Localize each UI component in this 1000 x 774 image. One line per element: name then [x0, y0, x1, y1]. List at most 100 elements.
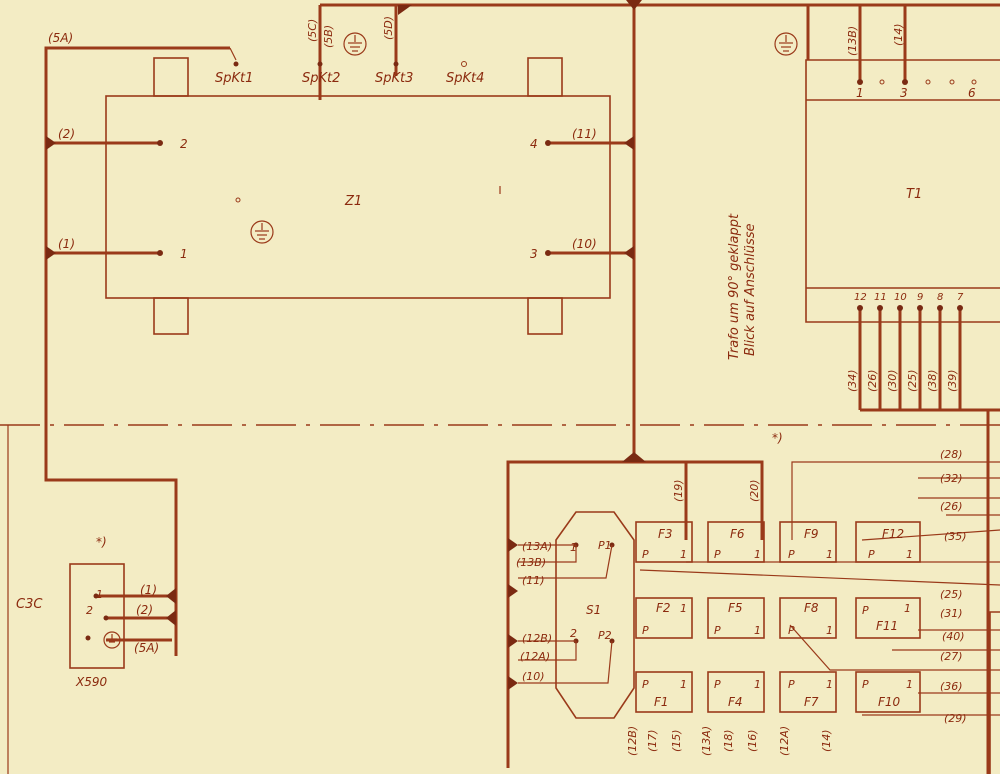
wire-label-38: (38): [926, 369, 939, 392]
fuse-1: 1: [826, 624, 833, 637]
t1-bottom-pin-10: 10: [894, 292, 907, 303]
fuse-f11: F11: [876, 619, 898, 633]
t1-label: T1: [906, 187, 922, 202]
ground-icon: [103, 631, 121, 649]
wire-label-31: (31): [940, 607, 963, 620]
fuse-1: 1: [754, 624, 761, 637]
t1-bottom-pin-11: 11: [874, 292, 887, 303]
wire-label-2b: (2): [136, 603, 153, 617]
fuse-p: P: [714, 624, 721, 637]
fuse-1: 1: [826, 548, 833, 561]
wire-label-17: (17): [646, 729, 659, 752]
terminal-markers: [46, 0, 646, 690]
wire-label-5a: (5A): [48, 31, 73, 45]
wire-label-12b: (12B): [522, 632, 552, 645]
wire-label-5a-b: (5A): [134, 641, 159, 655]
wire-label-5d: (5D): [382, 16, 395, 40]
s1-pin-1: 1: [570, 541, 577, 554]
ground-icon: [774, 32, 798, 56]
wire-label-18: (18): [722, 729, 735, 752]
fuse-f6: F6: [730, 527, 745, 541]
fuse-1: 1: [680, 548, 687, 561]
fuse-1: 1: [826, 678, 833, 691]
fuse-1: 1: [754, 678, 761, 691]
x590-star: *): [96, 535, 107, 549]
wire-label-32: (32): [940, 472, 963, 485]
wire-label-26: (26): [866, 369, 879, 392]
s1-pin-2: 2: [570, 627, 577, 640]
fuse-p: P: [642, 624, 649, 637]
fuse-star: *): [772, 431, 783, 445]
boundary-line: [0, 424, 1000, 774]
wire-label-36: (36): [940, 680, 963, 693]
t1-bottom-pin-7: 7: [957, 292, 964, 303]
spkt3-label: SpKt3: [375, 71, 413, 86]
fuse-1: 1: [680, 678, 687, 691]
wire-label-1b: (1): [140, 583, 157, 597]
fuse-p: P: [788, 548, 795, 561]
t1-bottom-pin-9: 9: [917, 292, 923, 303]
fuse-f3: F3: [658, 527, 673, 541]
fuse-f5: F5: [728, 601, 743, 615]
ground-icon: [250, 220, 274, 244]
wire-label-10-s1: (10): [522, 670, 545, 683]
z1-component: Z1 SpKt1 SpKt2 SpKt3 SpKt4 (5A) (5C) (5B…: [48, 16, 611, 335]
fuse-1: 1: [754, 548, 761, 561]
t1-bottom-pin-12: 12: [854, 292, 867, 303]
fuse-f12: F12: [882, 527, 904, 541]
fuse-p: P: [714, 678, 721, 691]
fuse-f9: F9: [804, 527, 819, 541]
wire-label-12a: (12A): [520, 650, 550, 663]
fuse-p: P: [714, 548, 721, 561]
fuse-p: P: [788, 678, 795, 691]
fuse-f7: F7: [804, 695, 819, 709]
wire-label-14b: (14): [820, 729, 833, 752]
spkt1-label: SpKt1: [215, 71, 253, 86]
t1-top-pin-1: 1: [856, 86, 864, 100]
x590-c3c: C3C: [16, 597, 43, 612]
wire-label-2: (2): [58, 127, 75, 141]
wire-label-16: (16): [746, 729, 759, 752]
x590-label: X590: [75, 675, 107, 689]
t1-top-pin-6: 6: [968, 86, 976, 100]
x590-connector: *) C3C 1 2 (1) (2) (5A) X590: [16, 535, 159, 689]
wire-label-19: (19): [672, 479, 685, 502]
z1-pin-1: 1: [180, 247, 188, 261]
wire-label-29: (29): [944, 712, 967, 725]
fuse-f1: F1: [654, 695, 669, 709]
fuse-p: P: [642, 678, 649, 691]
wire-label-13b-s1: (13B): [516, 556, 546, 569]
wire-label-15: (15): [670, 729, 683, 752]
wire-label-11: (11): [572, 127, 597, 141]
s1-pin-p2: P2: [598, 629, 612, 642]
fuse-f2: F2: [656, 601, 671, 615]
fuse-1: 1: [906, 548, 913, 561]
fuse-p: P: [868, 548, 875, 561]
t1-transformer: T1 1 3 6 (13B) (14) 12 11 10 9 8 7 (34) …: [727, 23, 1000, 392]
wire-label-20: (20): [748, 479, 761, 502]
s1-switch: S1 1 P1 2 P2 (13A) (13B) (11) (12B) (12A…: [516, 511, 635, 719]
t1-note-line2: Blick auf Anschlüsse: [743, 223, 758, 356]
z1-pin-4: 4: [530, 137, 538, 151]
spkt4-label: SpKt4: [446, 71, 484, 86]
wire-label-5c: (5C): [306, 19, 319, 42]
wire-label-35: (35): [944, 530, 967, 543]
fuse-1: 1: [904, 602, 911, 615]
fuse-p: P: [862, 678, 869, 691]
fuse-p: P: [788, 624, 795, 637]
wire-label-27: (27): [940, 650, 963, 663]
wire-label-13b: (13B): [846, 26, 859, 56]
fuse-block: F3 F6 F9 F12 F2 F5 F8 F11 F1 F4 F7 F10 P…: [626, 431, 1000, 756]
fuse-1: 1: [680, 602, 687, 615]
wire-label-13a-bottom: (13A): [700, 726, 713, 756]
x590-pin-2: 2: [86, 604, 93, 617]
wire-label-12a-bottom: (12A): [778, 726, 791, 756]
spkt2-label: SpKt2: [302, 71, 340, 86]
wire-label-39: (39): [946, 369, 959, 392]
wire-label-26b: (26): [940, 500, 963, 513]
wire-label-30: (30): [886, 369, 899, 392]
s1-label: S1: [586, 603, 601, 617]
fuse-f8: F8: [804, 601, 819, 615]
fuse-f4: F4: [728, 695, 743, 709]
